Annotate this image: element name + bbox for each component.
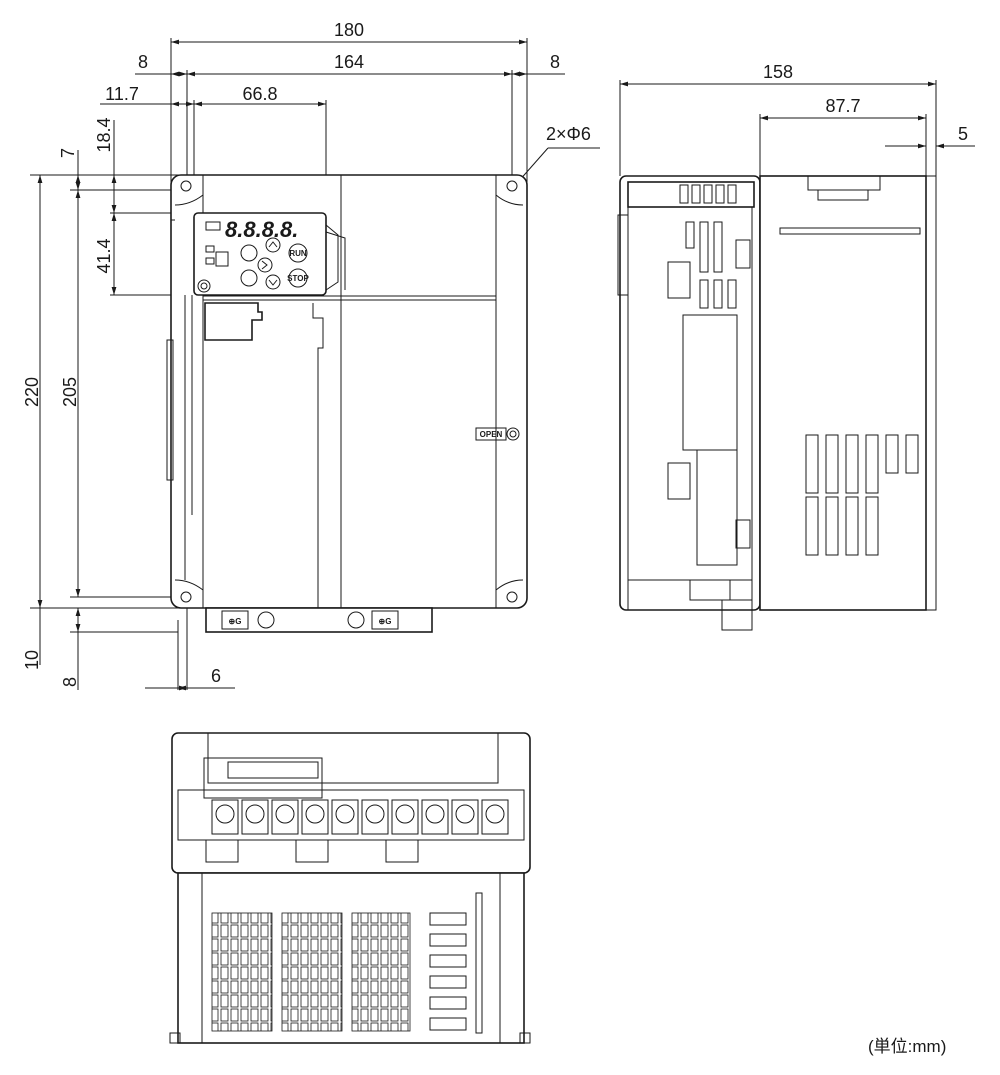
dim-overall-width: 180 — [334, 20, 364, 40]
dim-left-margin: 8 — [138, 52, 148, 72]
dim-panel-width: 66.8 — [242, 84, 277, 104]
down-key[interactable] — [265, 274, 281, 290]
svg-text:STOP: STOP — [287, 274, 309, 283]
terminal-cover — [204, 302, 263, 341]
front-view: 180 164 8 8 11.7 66.8 2×Φ6 220 205 7 18.… — [22, 20, 600, 691]
dim-panel-top: 18.4 — [94, 117, 114, 152]
ground-right-label: ⊕G — [379, 617, 392, 626]
mount-hole-top-left — [180, 180, 192, 192]
shift-key[interactable] — [257, 257, 273, 273]
side-view: 158 87.7 5 — [617, 62, 975, 631]
up-key[interactable] — [265, 237, 281, 253]
ground-left-label: ⊕G — [229, 617, 242, 626]
keypad-display: 8.8.8.8. — [225, 217, 298, 242]
dim-bottom-offset: 10 — [22, 650, 42, 670]
mount-hole-bottom-left — [180, 591, 192, 603]
dim-panel-height: 41.4 — [94, 238, 114, 273]
bottom-terminal-strip — [205, 607, 433, 633]
prg-reset-key[interactable] — [240, 244, 258, 262]
bottom-view — [169, 732, 531, 1044]
vent-grille-right — [351, 912, 411, 1032]
unit-label: (単位:mm) — [868, 1037, 947, 1056]
stop-key[interactable] — [288, 268, 308, 288]
dim-right-margin: 8 — [550, 52, 560, 72]
dim-hole-offset: 6 — [211, 666, 221, 686]
keypad-panel: 8.8.8.8. RUN STOP — [193, 212, 346, 296]
side-heatsink — [759, 175, 927, 611]
run-key[interactable] — [288, 243, 308, 263]
dim-bottom-margin: 8 — [60, 677, 80, 687]
mount-hole-top-right — [506, 180, 518, 192]
dim-body-depth: 87.7 — [825, 96, 860, 116]
dim-top-offset: 7 — [58, 148, 78, 158]
terminal-block — [211, 799, 509, 835]
dim-overall-height: 220 — [22, 377, 42, 407]
func-data-key[interactable] — [240, 269, 258, 287]
vent-grille-center — [281, 912, 343, 1032]
vent-grille-left — [211, 912, 273, 1032]
dim-mount-pitch-width: 164 — [334, 52, 364, 72]
mount-hole-bottom-right — [506, 591, 518, 603]
dim-depth: 158 — [763, 62, 793, 82]
open-label: OPEN — [480, 430, 503, 439]
dim-flange: 5 — [958, 124, 968, 144]
svg-text:RUN: RUN — [289, 249, 307, 258]
side-body — [619, 175, 761, 611]
dim-mount-pitch-height: 205 — [60, 377, 80, 407]
dim-hole-note: 2×Φ6 — [546, 124, 591, 144]
dim-panel-left-offset: 11.7 — [105, 84, 139, 104]
